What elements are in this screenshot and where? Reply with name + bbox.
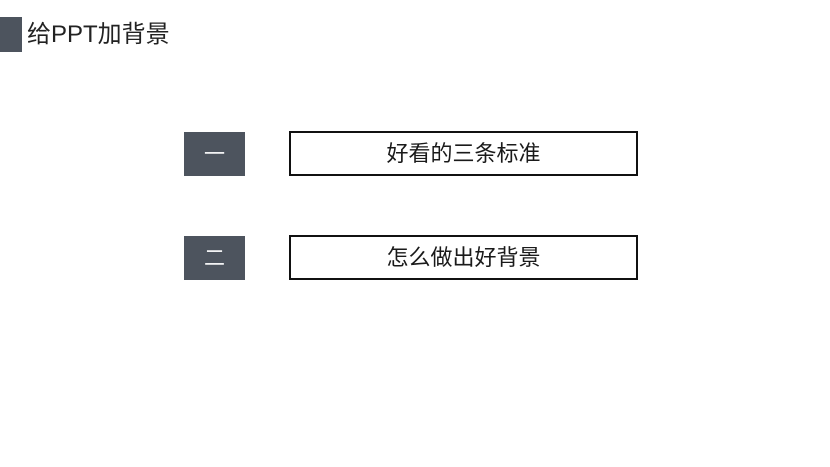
agenda-index-label-1: 一: [204, 141, 225, 166]
agenda-text-label-2: 怎么做出好背景: [386, 244, 541, 270]
agenda-text-box-1[interactable]: 好看的三条标准: [289, 131, 638, 176]
title-accent-bar-icon: [0, 17, 22, 52]
slide-header: 给PPT加背景: [0, 17, 830, 53]
agenda-index-box-1: 一: [184, 132, 245, 176]
page-title: 给PPT加背景: [27, 21, 170, 48]
agenda-index-label-2: 二: [204, 245, 225, 270]
agenda-index-box-2: 二: [184, 236, 245, 280]
agenda-text-box-2[interactable]: 怎么做出好背景: [289, 235, 638, 280]
agenda-text-label-1: 好看的三条标准: [386, 140, 541, 166]
